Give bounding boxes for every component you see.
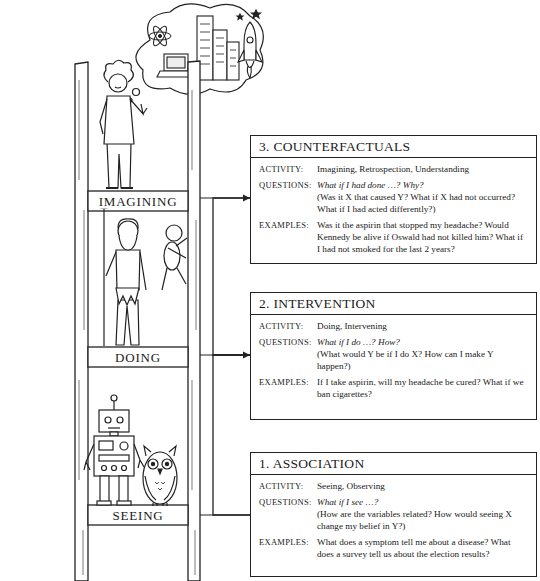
owl-figure <box>143 446 177 506</box>
field-label: EXAMPLES: <box>259 376 317 400</box>
field-label: ACTIVITY: <box>259 163 317 175</box>
field-row: EXAMPLES:If I take aspirin, will my head… <box>259 376 528 400</box>
rung-label: SEEING <box>109 508 166 523</box>
field-row: ACTIVITY:Seeing, Observing <box>259 480 528 492</box>
field-row: QUESTIONS:What if I had done …? Why?(Was… <box>259 179 528 215</box>
robot-figure <box>84 395 144 505</box>
field-text: Seeing, Observing <box>317 480 528 492</box>
field-label: EXAMPLES: <box>259 219 317 255</box>
field-text: What if I see …? <box>317 496 528 508</box>
field-row: QUESTIONS:What if I do …? How?(What woul… <box>259 336 528 372</box>
field-row: ACTIVITY:Imagining, Retrospection, Under… <box>259 163 528 175</box>
buildings-icon <box>197 16 239 80</box>
field-values: What if I had done …? Why?(Was it X that… <box>317 179 528 215</box>
field-text: What if I had done …? Why? <box>317 179 528 191</box>
field-text: (Was it X that caused Y? What if X had n… <box>317 191 528 215</box>
rung-box: 2. INTERVENTION ACTIVITY:Doing, Interveni… <box>250 292 537 420</box>
field-text: What if I do …? How? <box>317 336 528 348</box>
field-row: ACTIVITY:Doing, Intervening <box>259 320 528 332</box>
field-values: What if I do …? How?(What would Y be if … <box>317 336 528 372</box>
field-row: QUESTIONS:What if I see …?(How are the v… <box>259 496 528 532</box>
field-values: What if I see …?(How are the variables r… <box>317 496 528 532</box>
arrow-head <box>243 195 250 202</box>
field-row: EXAMPLES:Was it the aspirin that stopped… <box>259 219 528 255</box>
field-text: Doing, Intervening <box>317 320 528 332</box>
field-text: If I take aspirin, will my headache be c… <box>317 376 528 400</box>
field-text: What does a symptom tell me about a dise… <box>317 536 528 560</box>
field-label: ACTIVITY: <box>259 480 317 492</box>
field-label: QUESTIONS: <box>259 179 317 215</box>
field-values: Doing, Intervening <box>317 320 528 332</box>
atom-icon <box>149 24 171 47</box>
field-values: What does a symptom tell me about a dise… <box>317 536 528 560</box>
baby-figure <box>162 225 187 290</box>
field-row: EXAMPLES:What does a symptom tell me abo… <box>259 536 528 560</box>
field-label: EXAMPLES: <box>259 536 317 560</box>
field-text: Imagining, Retrospection, Understanding <box>317 163 528 175</box>
rocket-icon <box>237 10 262 78</box>
ladder-arrow <box>213 355 250 515</box>
box-title: 2. INTERVENTION <box>251 296 536 315</box>
rung-box: 1. ASSOCIATION ACTIVITY:Seeing, Observing… <box>250 452 537 577</box>
einstein-figure <box>100 60 147 188</box>
field-label: QUESTIONS: <box>259 496 317 532</box>
ladder-arrow <box>213 198 250 355</box>
box-title: 3. COUNTERFACTUALS <box>251 139 536 158</box>
field-values: Was it the aspirin that stopped my heada… <box>317 219 528 255</box>
field-values: Imagining, Retrospection, Understanding <box>317 163 528 175</box>
field-label: ACTIVITY: <box>259 320 317 332</box>
rung-label: DOING <box>112 350 164 365</box>
ladder <box>75 61 200 581</box>
field-text: Was it the aspirin that stopped my heada… <box>317 219 528 255</box>
field-text: (What would Y be if I do X? How can I ma… <box>317 348 528 372</box>
box-title: 1. ASSOCIATION <box>251 456 536 475</box>
rung-box: 3. COUNTERFACTUALS ACTIVITY:Imagining, Re… <box>250 135 537 264</box>
field-label: QUESTIONS: <box>259 336 317 372</box>
field-values: If I take aspirin, will my headache be c… <box>317 376 528 400</box>
rung-label: IMAGINING <box>96 194 181 209</box>
field-values: Seeing, Observing <box>317 480 528 492</box>
field-text: (How are the variables related? How woul… <box>317 508 528 532</box>
caveman-figure <box>101 200 146 346</box>
